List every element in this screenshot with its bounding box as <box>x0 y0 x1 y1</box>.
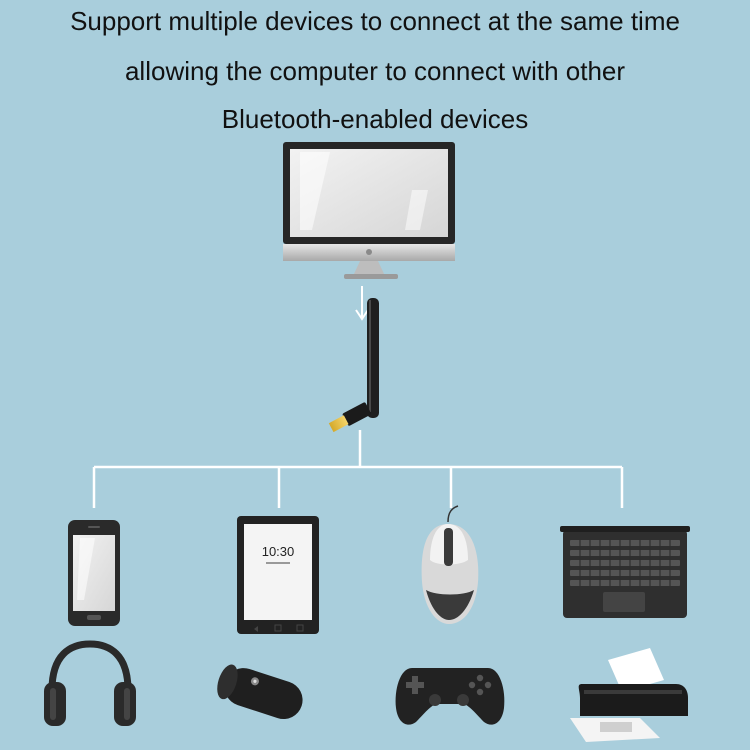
tablet-clock: 10:30 <box>262 544 295 559</box>
keyboard-icon <box>560 526 690 618</box>
monitor-icon <box>283 142 455 279</box>
gamepad-icon <box>395 668 505 725</box>
smartphone-icon <box>68 520 120 626</box>
headline-line-1: Support multiple devices to connect at t… <box>70 6 680 36</box>
mouse-icon <box>421 505 479 624</box>
connector-lines <box>92 430 624 508</box>
printer-icon <box>570 648 688 742</box>
usb-bluetooth-adapter-icon <box>328 298 379 433</box>
headline-line-2: allowing the computer to connect with ot… <box>124 56 626 86</box>
headline-line-3: Bluetooth-enabled devices <box>221 104 529 134</box>
tablet-icon: 10:30 <box>237 516 319 634</box>
speaker-icon <box>217 664 303 720</box>
arrow-down-icon <box>355 286 369 321</box>
headphones-icon <box>44 640 136 726</box>
